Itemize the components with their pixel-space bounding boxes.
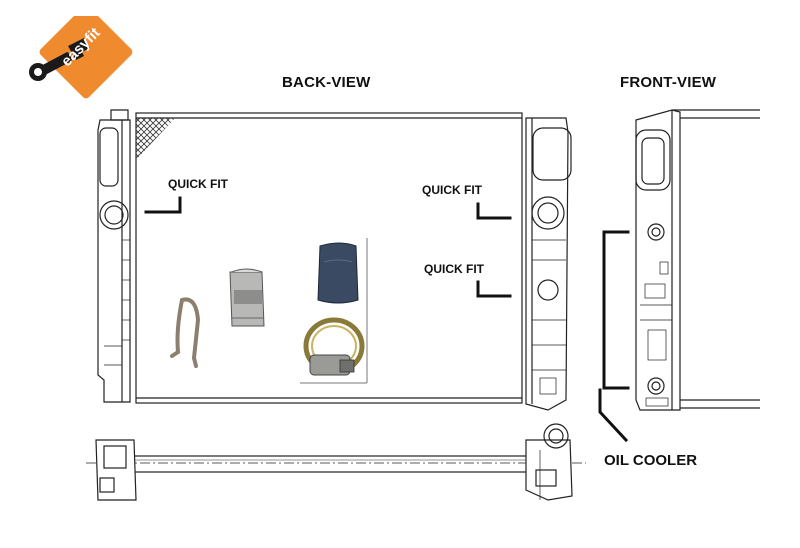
front-view-title: FRONT-VIEW	[620, 74, 717, 91]
front-view-radiator	[635, 109, 760, 411]
hose-clamp	[303, 317, 365, 376]
quick-fit-right-lower-label: QUICK FIT	[424, 262, 484, 276]
quick-fit-right-upper-label: QUICK FIT	[422, 183, 482, 197]
quick-fit-right-lower-leader	[476, 280, 512, 298]
quick-fit-left-label: QUICK FIT	[168, 177, 228, 191]
quick-fit-left-leader	[144, 196, 182, 214]
easyfit-logo	[26, 5, 134, 124]
metal-sleeve	[229, 268, 265, 327]
wrench-icon	[29, 38, 90, 81]
hose-piece	[317, 242, 359, 304]
spring-clip	[170, 297, 201, 368]
back-view-title: BACK-VIEW	[282, 74, 371, 91]
bottom-view-radiator	[86, 423, 586, 501]
quick-fit-right-upper-leader	[476, 202, 512, 220]
accessories-panel	[170, 238, 368, 384]
oil-cooler-leader	[598, 230, 630, 443]
oil-cooler-label: OIL COOLER	[604, 452, 698, 469]
back-view-radiator	[97, 109, 572, 411]
